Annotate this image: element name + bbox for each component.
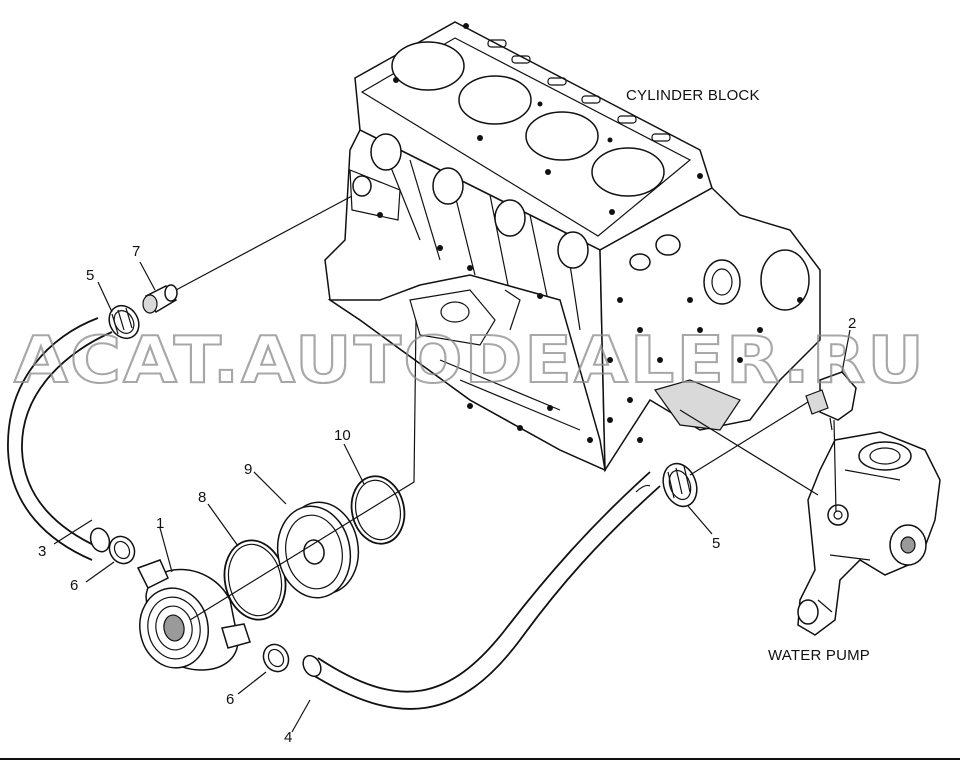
callout-8: 8 (198, 489, 206, 506)
water-pump-caption: WATER PUMP (768, 647, 870, 664)
callout-2: 2 (848, 315, 856, 332)
hose-clamp-part-5-lower (662, 462, 698, 508)
callout-6-lower: 6 (226, 691, 234, 708)
hose-clamp-part-5-upper (108, 304, 140, 340)
o-ring-part-10 (350, 475, 406, 545)
callout-9: 9 (244, 461, 252, 478)
hose-clamp-part-6-lower (262, 643, 290, 673)
cylinder-block (324, 21, 821, 473)
hose-part-3 (7, 317, 113, 561)
callout-6-upper: 6 (70, 577, 78, 594)
callout-7: 7 (132, 243, 140, 260)
adapter-plate-part-9 (276, 501, 360, 599)
leader-lines (53, 195, 851, 733)
callout-3: 3 (38, 543, 46, 560)
bottom-rule (0, 758, 960, 760)
pipe-fitting-part-7 (142, 284, 178, 314)
callout-5-lower: 5 (712, 535, 720, 552)
callout-5-upper: 5 (86, 267, 94, 284)
hose-part-4 (302, 471, 661, 710)
watermark-text: ACAT.AUTODEALER.RU (14, 324, 926, 398)
callout-1: 1 (156, 515, 164, 532)
water-pump (797, 431, 941, 636)
cylinder-block-caption: CYLINDER BLOCK (626, 87, 760, 104)
hose-clamp-part-6-upper (108, 535, 136, 565)
oil-cooler-part-1 (136, 559, 251, 671)
callout-10: 10 (334, 427, 351, 444)
callout-4: 4 (284, 729, 292, 746)
